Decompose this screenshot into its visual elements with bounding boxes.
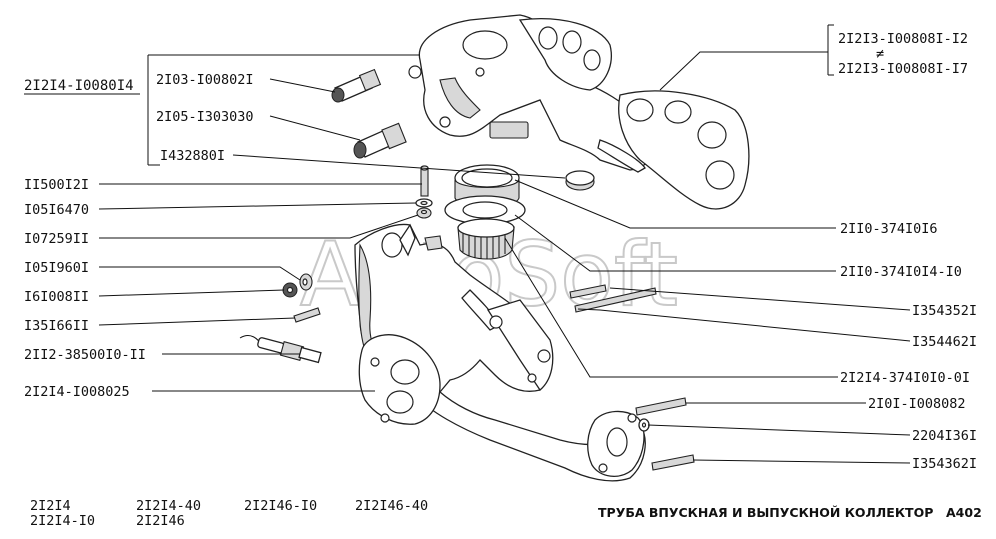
left-labels: 2I2I4-I0080I4 2I03-I00802I 2I05-I303030 …: [24, 72, 254, 400]
page-title: ТРУБА ВПУСКНАЯ И ВЫПУСКНОЙ КОЛЛЕКТОР: [598, 505, 933, 520]
nut2-drawing: [299, 273, 313, 291]
label-stud-r4: I354362I: [912, 456, 977, 472]
fitting-drawing: [353, 122, 407, 159]
label-bolt: 2I03-I00802I: [156, 72, 254, 88]
label-stud-r3: 2I0I-I008082: [868, 396, 966, 412]
right-labels: 2I2I3-I00808I-I2 ≠ 2I2I3-I00808I-I7 2II0…: [838, 31, 977, 472]
label-ring2: 2II0-374I0I4-I0: [840, 264, 962, 280]
page-code: A402: [946, 505, 982, 520]
model-1: 2I2I4: [30, 498, 71, 514]
stud3-drawing: [635, 397, 687, 416]
label-oxygen-sensor: 2II2-38500I0-II: [24, 347, 146, 363]
footer: 2I2I4 2I2I4-I0 2I2I4-40 2I2I46 2I2I46-I0…: [30, 498, 982, 529]
label-ring: 2II0-374I0I6: [840, 221, 938, 237]
label-assembly: 2I2I4-I0080I4: [24, 78, 134, 94]
label-fitting: 2I05-I303030: [156, 109, 254, 125]
model-5: 2I2I46-I0: [244, 498, 317, 514]
stud-drawing: [420, 165, 429, 197]
label-flange: 2I2I4-374I0I0-0I: [840, 370, 970, 386]
stud4-drawing: [651, 454, 695, 471]
oxygen-sensor-drawing: [239, 335, 322, 364]
nut3-drawing: [282, 282, 298, 298]
model-6: 2I2I46-40: [355, 498, 428, 514]
exhaust-manifold-drawing: [354, 223, 646, 482]
plug-cap-drawing: [565, 170, 595, 191]
model-3: 2I2I4-40: [136, 498, 201, 514]
studs-right-drawing: [569, 284, 657, 313]
label-stud-r1: I354352I: [912, 303, 977, 319]
label-stud2: I35I66II: [24, 318, 89, 334]
intake-manifold-drawing: [408, 14, 655, 173]
label-nut2: I05I960I: [24, 260, 89, 276]
model-4: 2I2I46: [136, 513, 185, 529]
flange-bracket-drawing: [399, 223, 443, 257]
leader-lines: [98, 24, 911, 464]
label-nut: I07259II: [24, 231, 89, 247]
stud2-drawing: [293, 307, 321, 323]
label-washer-r: 2204I36I: [912, 428, 977, 444]
label-stud-r2: I354462I: [912, 334, 977, 350]
manifold-gasket-drawing: [618, 90, 750, 210]
label-gasket-a: 2I2I3-I00808I-I2: [838, 31, 968, 47]
label-gasket-sep: ≠: [876, 46, 884, 62]
bolt-drawing: [331, 68, 382, 103]
washer2-drawing: [638, 418, 650, 432]
washer-drawing: [415, 198, 433, 208]
label-plug: I432880I: [160, 148, 225, 164]
label-washer: I05I6470: [24, 202, 89, 218]
label-exhaust-manifold: 2I2I4-I008025: [24, 384, 130, 400]
label-stud: II500I2I: [24, 177, 89, 193]
model-2: 2I2I4-I0: [30, 513, 95, 529]
label-nut3: I6I008II: [24, 289, 89, 305]
label-gasket-b: 2I2I3-I00808I-I7: [838, 61, 968, 77]
nut-drawing: [416, 207, 432, 219]
